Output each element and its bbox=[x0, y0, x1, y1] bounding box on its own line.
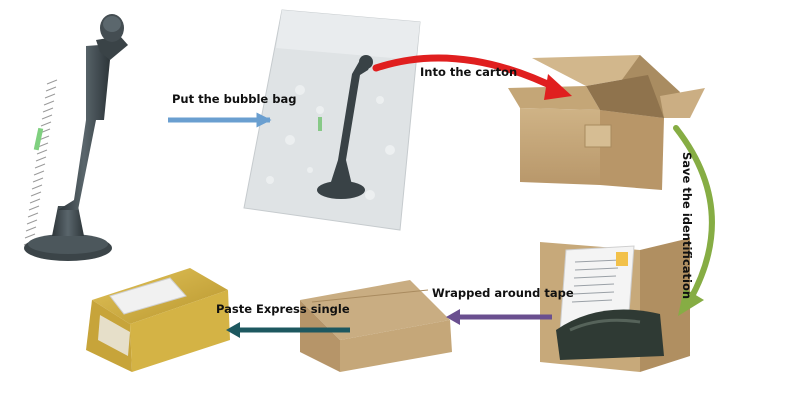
labeled-box-illustration bbox=[540, 238, 690, 372]
bubble-bag-illustration bbox=[243, 9, 421, 231]
label-identification: Save the identification bbox=[680, 152, 694, 300]
label-tape: Wrapped around tape bbox=[432, 286, 574, 300]
express-box-illustration bbox=[86, 268, 230, 372]
arrow-express-head bbox=[226, 322, 240, 338]
spring-icon bbox=[23, 79, 58, 246]
rubber-part-illustration bbox=[23, 14, 128, 261]
arrow-tape-head bbox=[446, 309, 460, 325]
label-carton: Into the carton bbox=[420, 65, 518, 79]
label-express: Paste Express single bbox=[216, 302, 350, 316]
arrow-identification bbox=[673, 125, 715, 303]
arrow-carton-head bbox=[544, 74, 572, 100]
open-carton-illustration bbox=[508, 55, 705, 190]
arrow-identification-head bbox=[678, 288, 704, 316]
arrow-carton bbox=[372, 54, 564, 94]
closed-carton-illustration bbox=[300, 280, 452, 372]
label-bubble-bag: Put the bubble bag bbox=[172, 92, 297, 106]
